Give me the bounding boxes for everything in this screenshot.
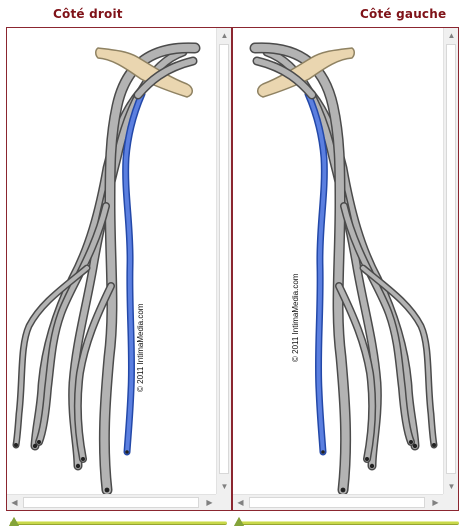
left-scroll-right-button[interactable]: ▶ [206, 497, 213, 507]
left-scroll-down-button[interactable]: ▼ [220, 481, 229, 491]
left-horizontal-scroll-thumb[interactable] [23, 497, 199, 508]
left-vertical-scroll-thumb[interactable] [219, 44, 229, 474]
right-scroll-right-button[interactable]: ▶ [432, 497, 439, 507]
right-horizontal-scroll-thumb[interactable] [249, 497, 425, 508]
left-vein-main-fill [100, 43, 199, 494]
right-scroll-panel[interactable]: © 2011 IntimaMedia.com ▲ ▼ ◀ ▶ [232, 27, 459, 511]
left-vein-outer-far-fill [32, 63, 180, 449]
left-copyright-text: © 2011 IntimaMedia.com [136, 303, 145, 392]
right-vein-main-fill [251, 43, 350, 494]
right-overlap-vein-fill [254, 58, 315, 98]
right-vein-end-caps [321, 440, 436, 493]
right-scroll-left-button[interactable]: ◀ [237, 497, 244, 507]
right-scroll-down-button[interactable]: ▼ [447, 481, 456, 491]
left-scroll-panel[interactable]: © 2011 IntimaMedia.com ▲ ▼ ◀ ▶ [6, 27, 232, 511]
left-vein-inner-branch-fill [36, 203, 109, 445]
left-anatomy-illustration: © 2011 IntimaMedia.com [12, 42, 201, 494]
left-overlap-vein-fill [135, 58, 196, 98]
left-vein-end-caps [14, 440, 129, 493]
right-slider-track[interactable] [236, 521, 459, 525]
right-vein-inner-branch-fill [341, 203, 414, 445]
left-vein-small-branch-fill [14, 266, 89, 447]
right-horizontal-scrollbar[interactable]: ◀ ▶ [233, 494, 443, 510]
left-scroll-left-button[interactable]: ◀ [11, 497, 18, 507]
left-horizontal-scrollbar[interactable]: ◀ ▶ [7, 494, 217, 510]
left-blue-vein-fill [123, 92, 144, 454]
right-vertical-scroll-thumb[interactable] [446, 44, 456, 474]
right-vein-low-branch-fill [336, 283, 375, 462]
left-panel-title: Côté droit [53, 7, 123, 21]
right-slider-thumb[interactable] [234, 517, 244, 526]
right-bone [257, 47, 355, 98]
right-vertical-scrollbar[interactable]: ▲ ▼ [443, 28, 458, 494]
right-scroll-up-button[interactable]: ▲ [447, 30, 456, 40]
left-vertical-scrollbar[interactable]: ▲ ▼ [216, 28, 231, 494]
right-anatomy-viewport: © 2011 IntimaMedia.com [233, 28, 443, 494]
right-anatomy-illustration: © 2011 IntimaMedia.com [249, 42, 438, 494]
right-copyright-text: © 2011 IntimaMedia.com [291, 273, 300, 362]
left-anatomy-viewport: © 2011 IntimaMedia.com [7, 28, 217, 494]
right-blue-vein-fill [306, 92, 327, 454]
left-bone [95, 47, 193, 98]
right-panel-title: Côté gauche [360, 7, 447, 21]
right-scroll-corner [443, 494, 458, 510]
left-scroll-up-button[interactable]: ▲ [220, 30, 229, 40]
left-scroll-corner [216, 494, 231, 510]
right-vein-outer-far-fill [270, 63, 418, 449]
left-slider-track[interactable] [10, 521, 227, 525]
left-vein-low-branch-fill [75, 283, 114, 462]
right-vein-small-branch-fill [361, 266, 436, 447]
left-slider-thumb[interactable] [9, 517, 19, 526]
